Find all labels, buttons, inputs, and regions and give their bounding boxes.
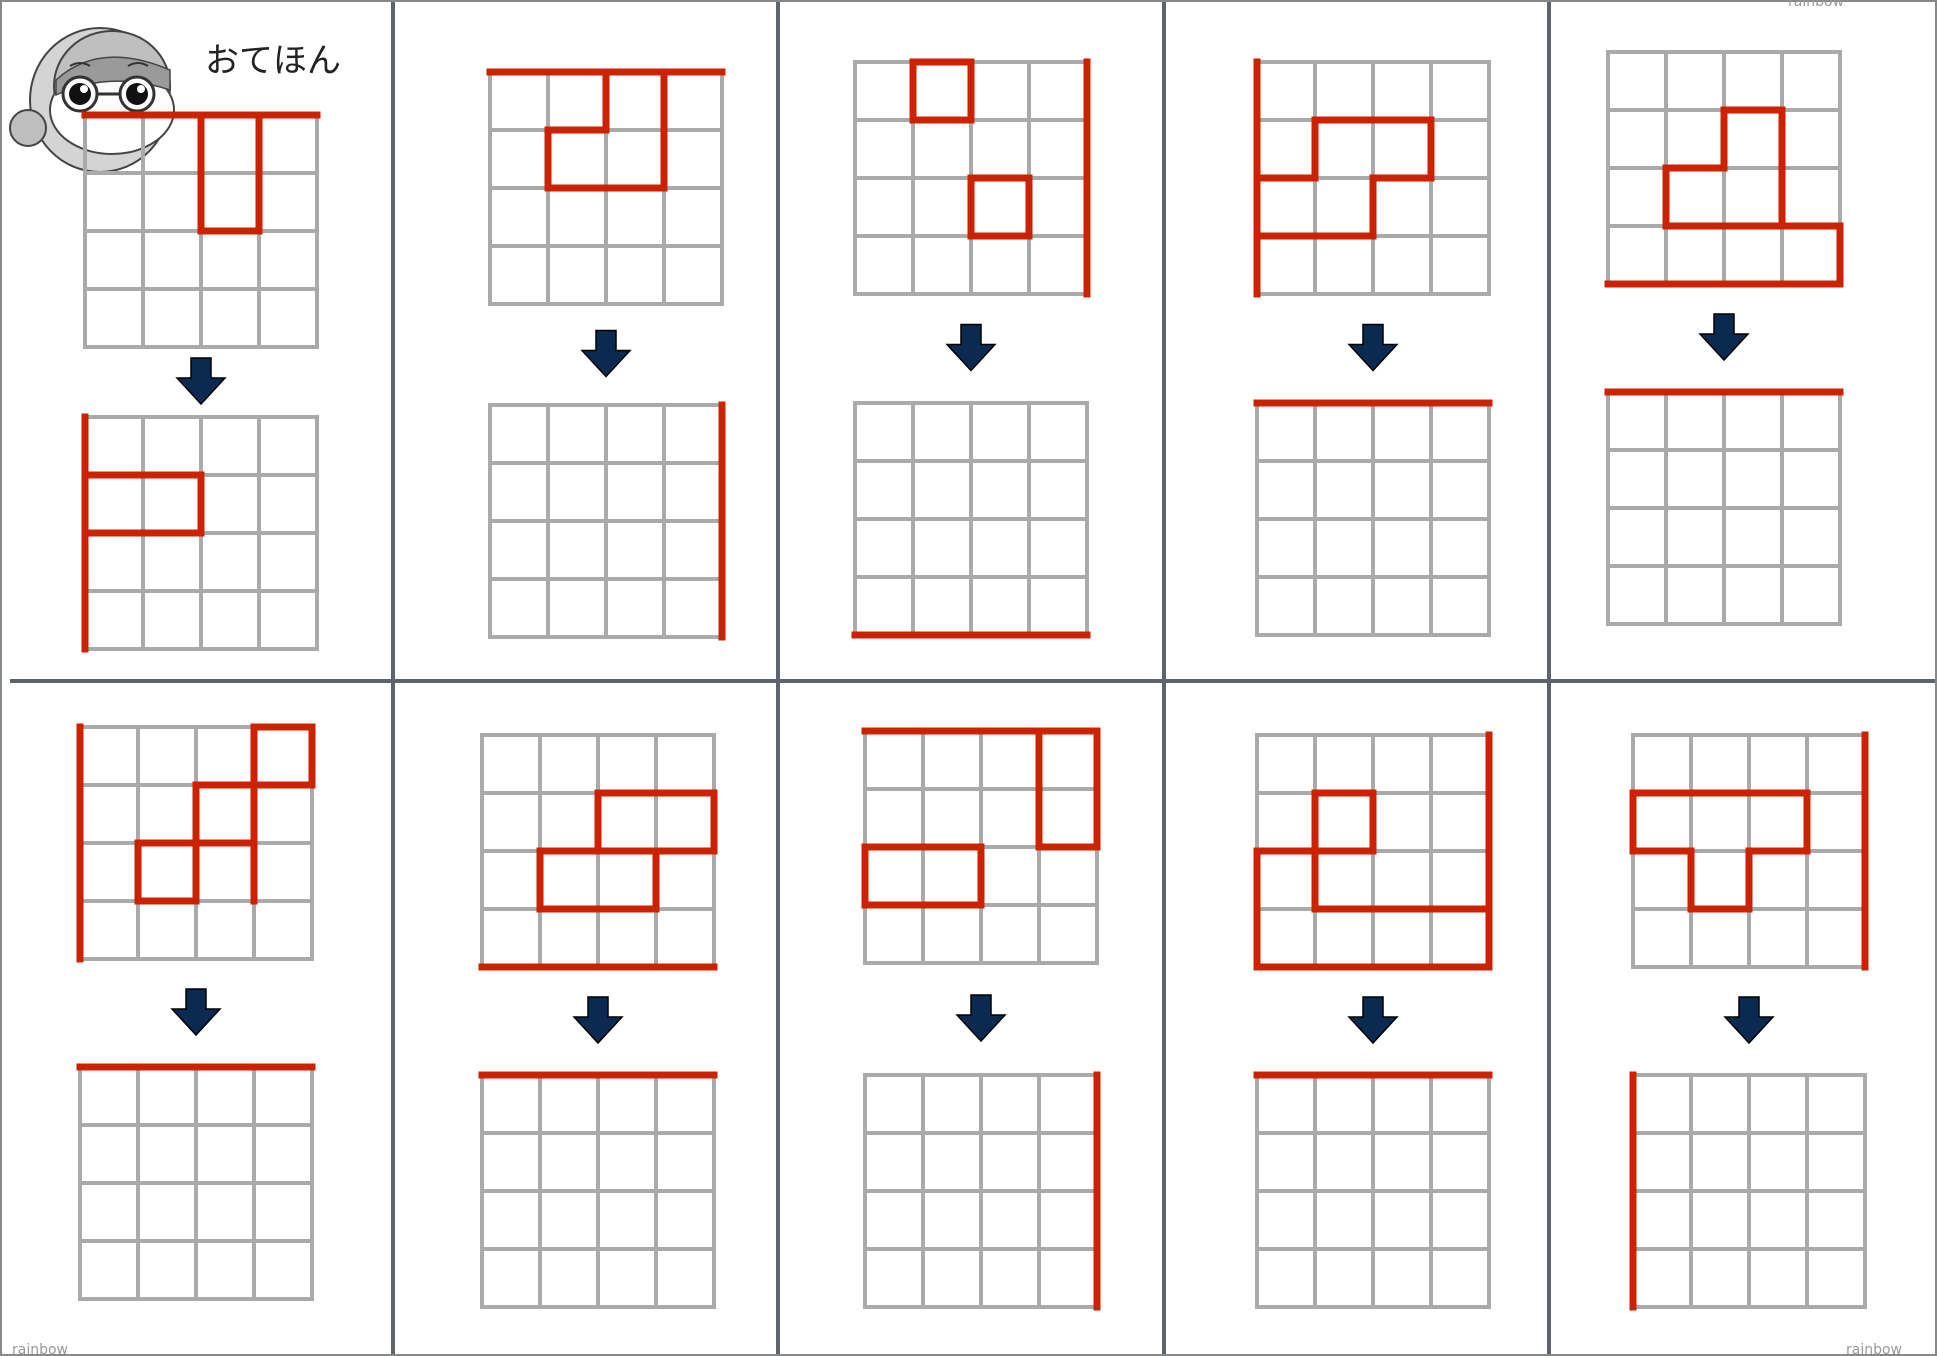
page-title: おてほん (205, 41, 341, 81)
watermark-top: rainbow (1788, 0, 1844, 10)
watermark-bottom-right: rainbow (1846, 1342, 1902, 1356)
watermark-bottom-left: rainbow (12, 1342, 68, 1356)
